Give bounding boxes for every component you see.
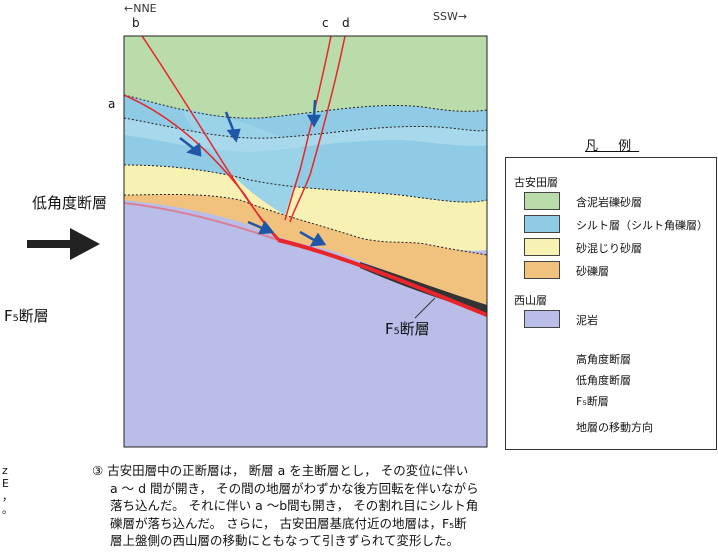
legend-label: 含泥岩礫砂層 — [576, 196, 642, 209]
legend-title: 凡 例 — [585, 139, 640, 154]
legend-label: 泥岩 — [576, 314, 598, 327]
legend-label: 砂混じり砂層 — [576, 242, 642, 255]
fault-label-d: d — [342, 16, 350, 30]
legend-line-label: 地層の移動方向 — [576, 421, 653, 434]
note-line: 礫層が落ち込んだ。 さらに， 古安田層基底付近の地層は，F₅断 — [110, 515, 467, 531]
fault-label-b: b — [132, 16, 140, 30]
fault-b — [141, 36, 281, 241]
left-fragment: 。 — [2, 503, 13, 516]
legend-box: 古安田層 含泥岩礫砂層 シルト層（シルト角礫層） 砂混じり砂層 砂礫層 西山層 … — [505, 157, 717, 450]
direction-ssw: SSW→ — [433, 10, 468, 23]
sandy-layer — [124, 165, 487, 251]
legend-line-label: 高角度断層 — [576, 353, 631, 366]
legend-swatch — [524, 310, 560, 328]
note-line: 層上盤側の西山層の移動にともなって引きずられて変形した。 — [110, 533, 460, 548]
note-line: 落ち込んだ。 それに伴い a ～b間も開き， その割れ目にシルト角 — [110, 498, 479, 513]
left-fragment: z — [2, 464, 8, 477]
low-angle-fault — [124, 202, 279, 241]
legend-label: 砂礫層 — [576, 265, 609, 278]
f5-fault-label-inner: F₅断層 — [385, 320, 430, 338]
fault-c — [284, 36, 332, 221]
legend-line-label: 低角度断層 — [576, 374, 631, 387]
note-line: a ～ d 間が開き， その間の地層がわずかな後方回転を伴いながら — [110, 480, 479, 496]
legend-label: シルト層（シルト角礫層） — [576, 219, 708, 232]
legend-swatch — [524, 192, 560, 210]
sand-gravel-layer — [124, 194, 487, 312]
fault-label-a: a — [108, 97, 116, 111]
f5-fault-line — [277, 238, 487, 317]
push-arrow-icon — [27, 228, 100, 260]
fault-d — [289, 36, 346, 223]
low-angle-fault-label: 低角度断層 — [32, 194, 108, 212]
left-fragment: E — [2, 477, 9, 490]
legend-swatch — [524, 238, 560, 256]
fault-label-c: c — [322, 16, 329, 30]
legend-swatch — [524, 215, 560, 233]
left-edge-fragments: z E ， 。 — [2, 464, 13, 516]
explanation-note: ③ 古安田層中の正断層は， 断層 a を主断層とし， その変位に伴い a ～ d… — [92, 462, 572, 550]
legend-line-label: F₅断層 — [576, 395, 609, 408]
note-line: ③ 古安田層中の正断層は， 断層 a を主断層とし， その変位に伴い — [92, 463, 469, 478]
direction-nne: ←NNE — [124, 2, 157, 15]
f5-fault-label-left: F₅断層 — [4, 307, 49, 325]
legend-group-nishiyama: 西山層 — [514, 294, 547, 307]
left-fragment: ， — [2, 490, 13, 503]
conglomerate-sand-layer — [124, 36, 487, 119]
light-silt-band — [124, 118, 487, 152]
legend-swatch — [524, 261, 560, 279]
legend-group-koyasuda: 古安田層 — [514, 176, 558, 189]
